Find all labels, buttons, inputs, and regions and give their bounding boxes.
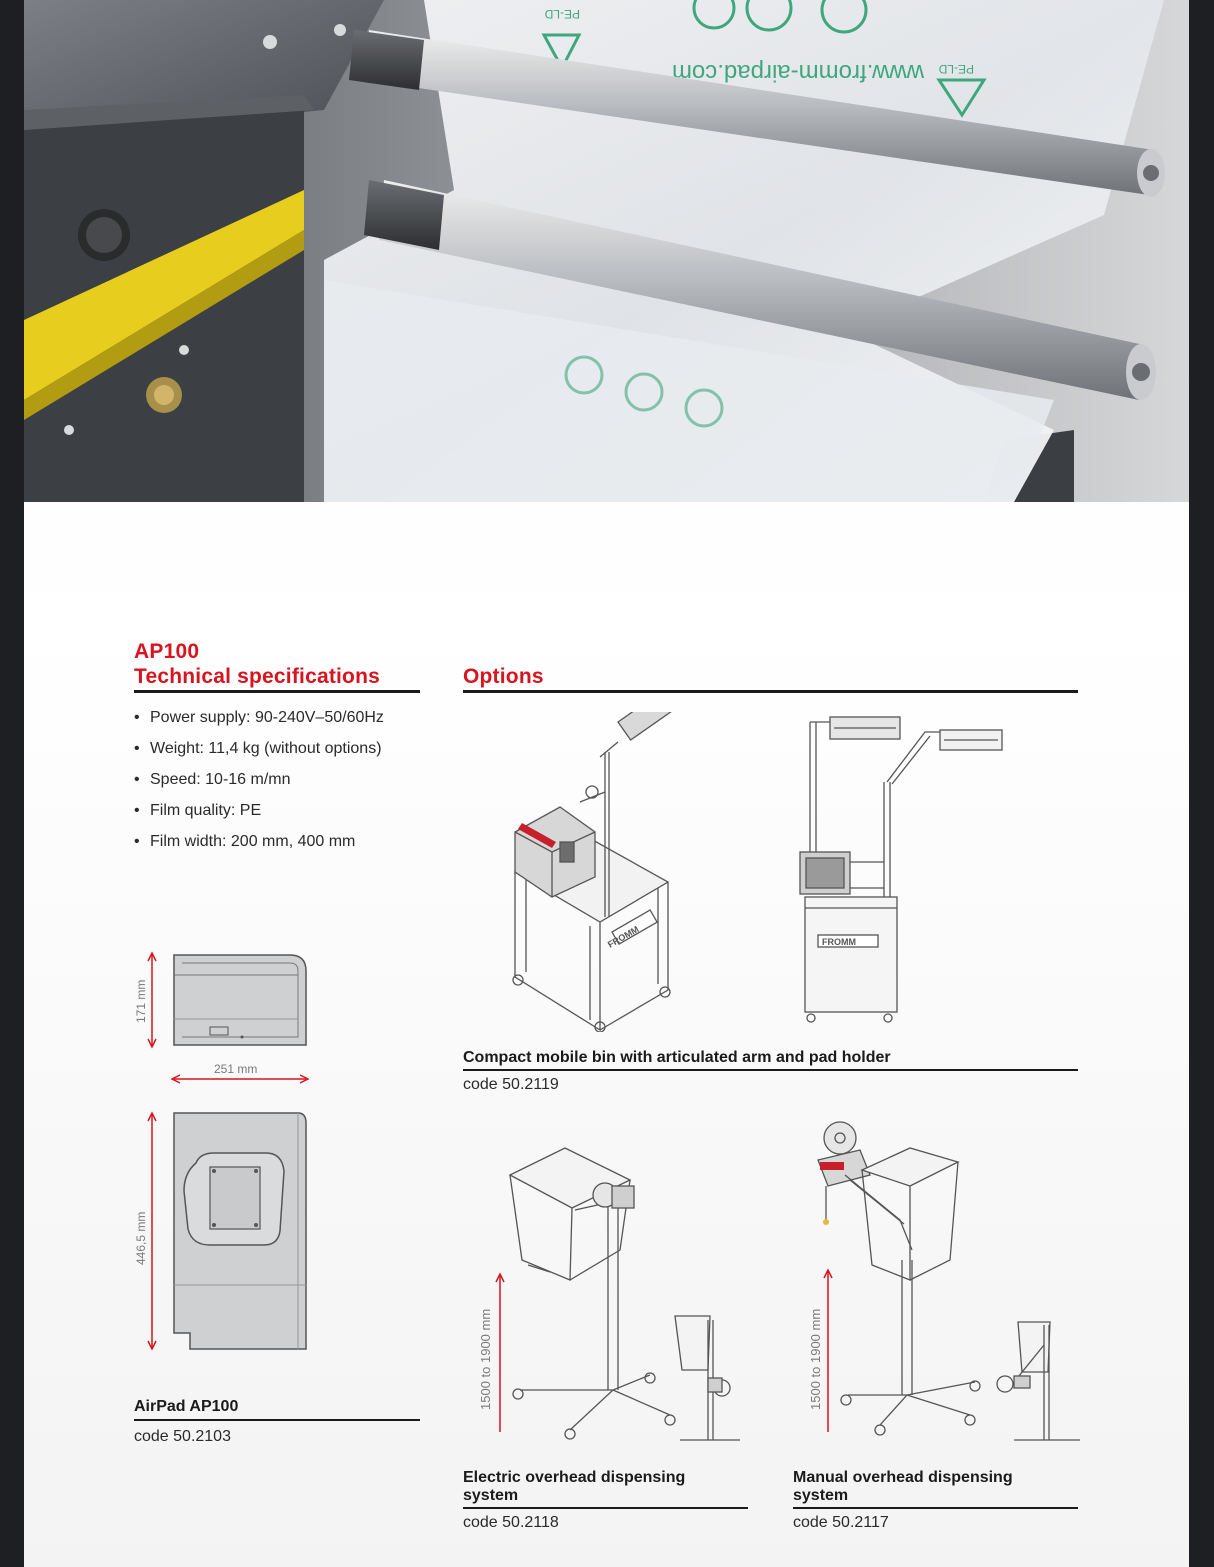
brand-logo-right: FROMM [822,937,856,947]
manual-system-illustration [817,1121,1080,1441]
electric-code: code 50.2118 [463,1514,559,1531]
airpad-dimension-drawing [147,951,310,1351]
spec-item: Film width: 200 mm, 400 mm [134,830,424,861]
spec-item: Speed: 10-16 m/mn [134,768,424,799]
electric-title-line1: Electric overhead dispensing [463,1469,686,1486]
electric-system-illustration [495,1147,740,1441]
spec-item: Power supply: 90-240V–50/60Hz [134,706,424,737]
product-name: AP100 [134,640,200,663]
compact-bin-title: Compact mobile bin with articulated arm … [463,1049,891,1066]
airpad-code: code 50.2103 [134,1428,231,1445]
specs-heading: Technical specifications [134,665,380,688]
electric-title-line2: system [463,1487,519,1504]
specs-list: Power supply: 90-240V–50/60Hz Weight: 11… [134,706,424,861]
dimension-depth-label: 446,5 mm [134,1211,148,1265]
compact-bin-code: code 50.2119 [463,1076,559,1093]
manual-code: code 50.2117 [793,1514,889,1531]
electric-height-label: 1500 to 1900 mm [478,1308,493,1410]
film-mark-right: PE-LD [938,62,974,76]
dimension-width-label: 251 mm [214,1062,258,1076]
recycle-icon [541,33,987,118]
manual-rule [793,1507,1078,1509]
spec-item: Weight: 11,4 kg (without options) [134,737,424,768]
manual-title-line2: system [793,1487,849,1504]
options-heading-rule [463,690,1078,693]
specs-heading-rule [134,690,420,693]
compact-bin-illustration: FROMM FROMM [512,712,1003,1032]
spec-item: Film quality: PE [134,799,424,830]
airpad-rule [134,1419,420,1421]
manual-height-label: 1500 to 1900 mm [808,1308,823,1410]
options-heading: Options [463,665,544,688]
electric-rule [463,1507,748,1509]
film-symbols [564,0,868,428]
airpad-title: AirPad AP100 [134,1398,239,1415]
film-print-text: www.fromm-airpad.com [672,59,925,86]
hero-photo: www.fromm-airpad.com PE-LD PE-LD [24,0,1189,502]
film-mark-left: PE-LD [544,7,580,21]
manual-title-line1: Manual overhead dispensing [793,1469,1013,1486]
compact-bin-rule [463,1069,1078,1071]
dimension-height-label: 171 mm [134,979,148,1023]
